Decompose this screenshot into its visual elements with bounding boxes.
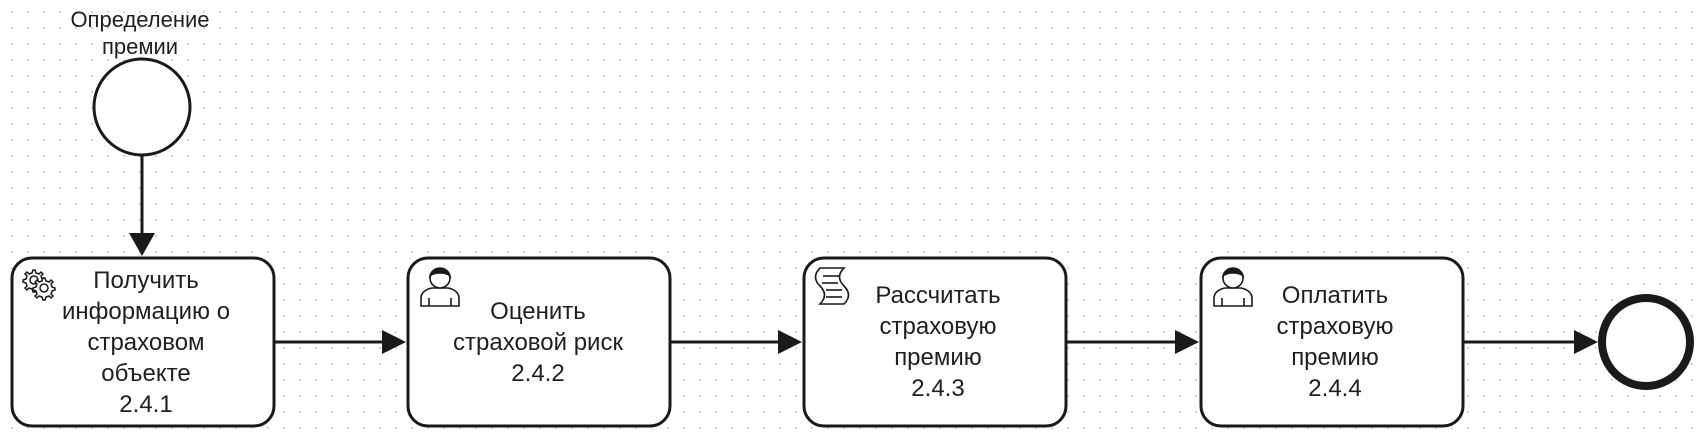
gear-icon (22, 269, 56, 301)
user-icon (420, 267, 460, 307)
task-pay-premium[interactable] (1199, 256, 1465, 428)
task-get-object-info[interactable] (10, 256, 276, 428)
sequence-flow-start-to-task-1[interactable] (129, 155, 155, 256)
start-event[interactable] (92, 57, 192, 157)
user-icon (1213, 267, 1253, 307)
sequence-flow-task-2-to-task-3[interactable] (671, 330, 802, 354)
script-icon (814, 267, 850, 305)
task-calculate-premium[interactable] (802, 256, 1068, 428)
task-assess-risk[interactable] (406, 256, 672, 428)
sequence-flow-task-1-to-task-2[interactable] (275, 330, 406, 354)
end-event[interactable] (1598, 294, 1694, 390)
sequence-flow-task-3-to-task-4[interactable] (1067, 330, 1199, 354)
sequence-flow-task-4-to-end[interactable] (1464, 330, 1598, 354)
